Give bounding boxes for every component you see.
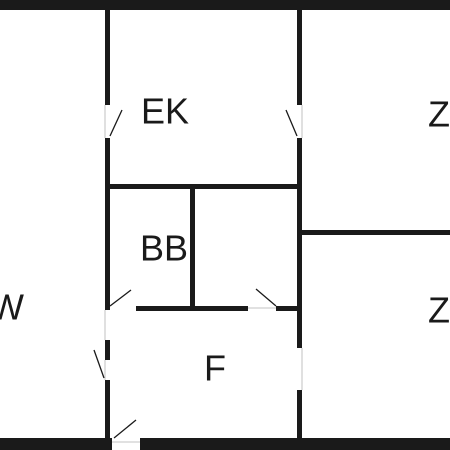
room-label-ek: EK bbox=[141, 91, 189, 132]
room-label-bb: BB bbox=[140, 228, 188, 269]
wall-right-vertical-3 bbox=[297, 308, 302, 348]
door-storage bbox=[248, 288, 277, 309]
room-label-z-top: Z bbox=[428, 94, 450, 135]
bottom-wall-left bbox=[0, 438, 112, 450]
door-entrance bbox=[112, 419, 140, 443]
wall-right-vertical-1 bbox=[297, 10, 302, 105]
wall-z-divider bbox=[302, 230, 450, 235]
interior-walls bbox=[105, 10, 450, 438]
wall-storage-bottom bbox=[276, 306, 302, 311]
wall-bb-right bbox=[190, 189, 195, 308]
room-labels: W EK Z BB Z F bbox=[0, 91, 450, 389]
room-label-z-bottom: Z bbox=[428, 290, 450, 331]
door-ek-z bbox=[285, 105, 303, 138]
wall-bb-bottom bbox=[136, 306, 248, 311]
door-w-f bbox=[104, 289, 132, 340]
wall-left-vertical-4 bbox=[105, 380, 110, 438]
wall-ek-bottom bbox=[105, 184, 302, 189]
bottom-wall-right bbox=[140, 438, 450, 450]
wall-right-vertical-4 bbox=[297, 390, 302, 438]
doors bbox=[93, 105, 303, 443]
door-w-ek bbox=[104, 105, 123, 138]
wall-left-vertical-2 bbox=[105, 138, 110, 310]
wall-right-vertical-2 bbox=[297, 138, 302, 310]
room-label-w: W bbox=[0, 287, 24, 328]
room-label-f: F bbox=[204, 348, 226, 389]
wall-left-vertical-3 bbox=[105, 340, 110, 360]
door-w-hall bbox=[93, 349, 106, 380]
top-wall bbox=[0, 0, 450, 10]
wall-left-vertical-1 bbox=[105, 10, 110, 105]
